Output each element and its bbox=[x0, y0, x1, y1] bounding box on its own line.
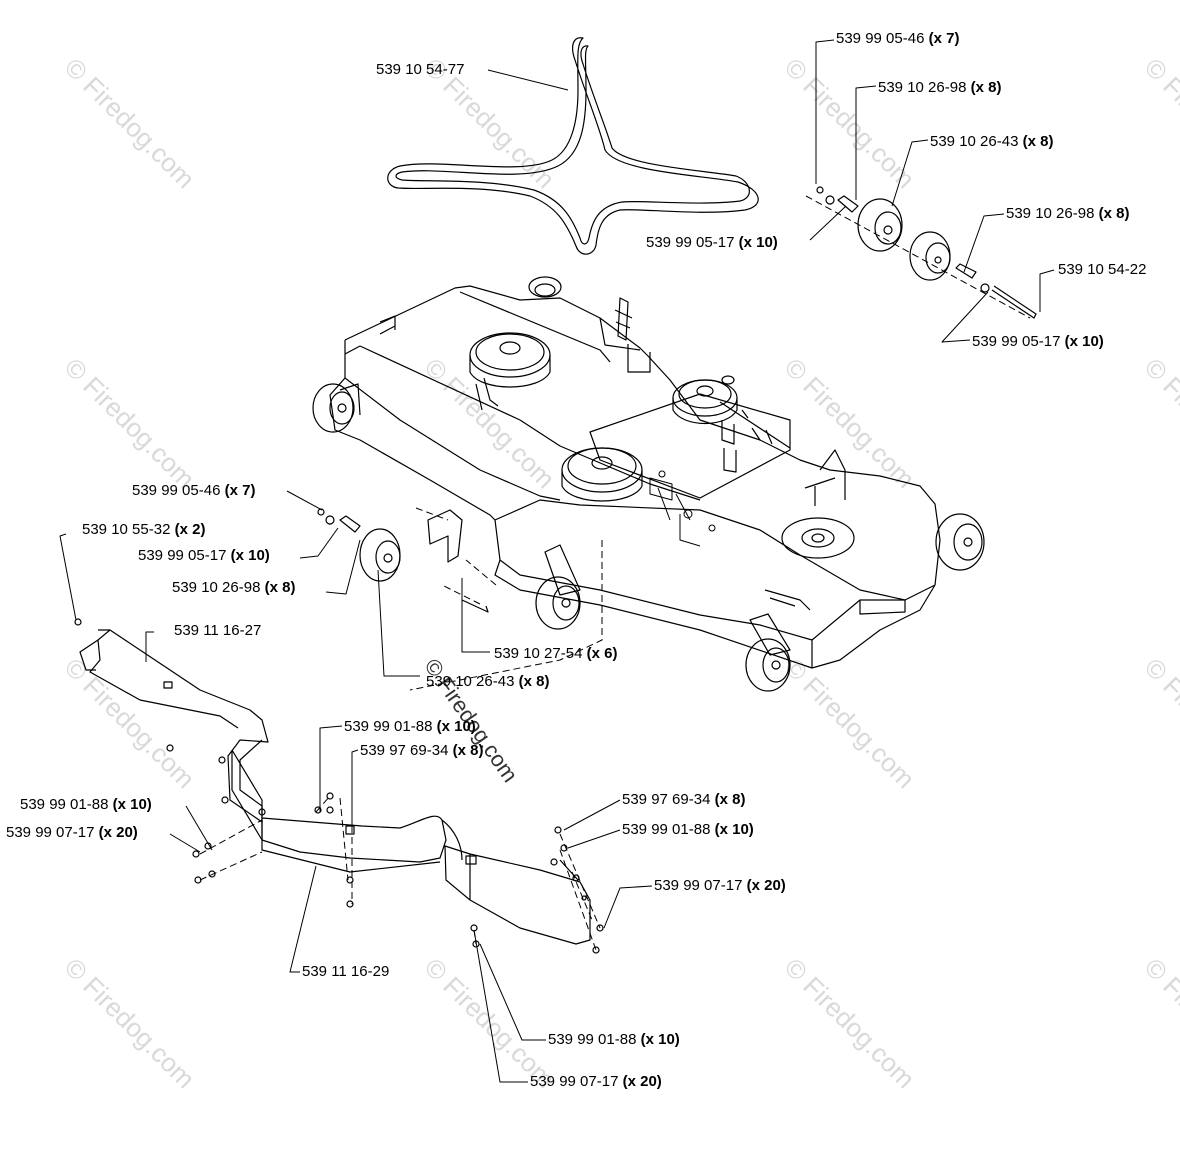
bottom-hardware bbox=[192, 792, 604, 954]
part-label-spacer-top-1: 539 10 26-98 (x 8) bbox=[878, 80, 1001, 96]
part-label-belt: 539 10 54-77 bbox=[376, 62, 464, 78]
upper-right-wheel-assembly bbox=[816, 186, 1037, 319]
part-number: 539 99 05-17 bbox=[646, 234, 735, 251]
part-qty: (x 8) bbox=[264, 579, 296, 596]
caster-wheel-front-1 bbox=[535, 576, 581, 630]
part-qty: (x 6) bbox=[586, 645, 618, 662]
part-number: 539 99 01-88 bbox=[548, 1031, 637, 1048]
part-number: 539 99 05-17 bbox=[972, 333, 1061, 350]
part-label-washer-right: 539 99 07-17 (x 20) bbox=[654, 878, 786, 894]
part-qty: (x 8) bbox=[714, 791, 746, 808]
part-qty: (x 10) bbox=[112, 796, 152, 813]
part-number: 539 10 26-98 bbox=[1006, 205, 1095, 222]
baffle-center bbox=[231, 749, 463, 873]
part-label-screw-mid: 539 97 69-34 (x 8) bbox=[360, 743, 483, 759]
part-label-baffle-center: 539 11 16-29 bbox=[302, 964, 389, 980]
baffle-right bbox=[444, 845, 591, 945]
part-number: 539 97 69-34 bbox=[622, 791, 711, 808]
part-number: 539 99 07-17 bbox=[654, 877, 743, 894]
part-label-wheel-left: 539 10 26-43 (x 8) bbox=[426, 674, 549, 690]
part-qty: (x 8) bbox=[518, 673, 550, 690]
part-number: 539 10 27-54 bbox=[494, 645, 583, 662]
part-number: 539 99 01-88 bbox=[20, 796, 109, 813]
pulley-left bbox=[469, 332, 551, 411]
part-label-bolt-top: 539 10 54-22 bbox=[1058, 262, 1146, 278]
part-label-nut-lower-left: 539 99 01-88 (x 10) bbox=[20, 797, 152, 813]
part-label-nut-bottom: 539 99 01-88 (x 10) bbox=[548, 1032, 680, 1048]
part-number: 539 99 01-88 bbox=[622, 821, 711, 838]
part-qty: (x 10) bbox=[714, 821, 754, 838]
part-qty: (x 8) bbox=[1022, 133, 1054, 150]
part-label-washer-top-2: 539 99 05-17 (x 10) bbox=[972, 334, 1104, 350]
left-wheel-assembly bbox=[317, 508, 489, 613]
part-number: 539 99 05-46 bbox=[132, 482, 221, 499]
part-label-screw-right: 539 97 69-34 (x 8) bbox=[622, 792, 745, 808]
part-qty: (x 20) bbox=[622, 1073, 662, 1090]
pulley-center bbox=[561, 447, 643, 502]
part-label-washer-left: 539 99 05-17 (x 10) bbox=[138, 548, 270, 564]
part-qty: (x 10) bbox=[1064, 333, 1104, 350]
part-label-nut-mid: 539 99 01-88 (x 10) bbox=[344, 719, 476, 735]
mower-deck bbox=[329, 285, 941, 669]
part-label-wheel-top: 539 10 26-43 (x 8) bbox=[930, 134, 1053, 150]
part-label-washer-lower-left: 539 99 07-17 (x 20) bbox=[6, 825, 138, 841]
part-number: 539 10 26-98 bbox=[172, 579, 261, 596]
part-number: 539 99 05-46 bbox=[836, 30, 925, 47]
part-label-washer-bottom: 539 99 07-17 (x 20) bbox=[530, 1074, 662, 1090]
part-label-bolt-mid: 539 10 27-54 (x 6) bbox=[494, 646, 617, 662]
part-qty: (x 10) bbox=[230, 547, 270, 564]
part-number: 539 10 54-22 bbox=[1058, 261, 1147, 278]
part-qty: (x 8) bbox=[970, 79, 1002, 96]
part-number: 539 99 01-88 bbox=[344, 718, 433, 735]
part-label-spacer-top-2: 539 10 26-98 (x 8) bbox=[1006, 206, 1129, 222]
part-number: 539 10 55-32 bbox=[82, 521, 171, 538]
part-qty: (x 7) bbox=[928, 30, 960, 47]
part-number: 539 99 05-17 bbox=[138, 547, 227, 564]
caster-wheel-front-2 bbox=[745, 638, 791, 692]
part-label-washer-top-1: 539 99 05-17 (x 10) bbox=[646, 235, 778, 251]
part-qty: (x 10) bbox=[738, 234, 778, 251]
baffle-left bbox=[74, 618, 269, 823]
part-qty: (x 20) bbox=[746, 877, 786, 894]
part-qty: (x 20) bbox=[98, 824, 138, 841]
part-number: 539 10 54-77 bbox=[376, 61, 465, 78]
idler-bracket bbox=[614, 297, 633, 341]
part-number: 539 10 26-98 bbox=[878, 79, 967, 96]
caster-wheel-right bbox=[935, 513, 985, 571]
part-number: 539 10 26-43 bbox=[930, 133, 1019, 150]
part-number: 539 10 26-43 bbox=[426, 673, 515, 690]
part-qty: (x 8) bbox=[452, 742, 484, 759]
leader-lines bbox=[59, 39, 1055, 1083]
caster-wheel-rear bbox=[528, 276, 562, 298]
part-qty: (x 10) bbox=[436, 718, 476, 735]
part-number: 539 97 69-34 bbox=[360, 742, 449, 759]
part-label-nut-top: 539 99 05-46 (x 7) bbox=[836, 31, 959, 47]
part-qty: (x 7) bbox=[224, 482, 256, 499]
part-qty: (x 10) bbox=[640, 1031, 680, 1048]
part-label-bracket-left: 539 10 55-32 (x 2) bbox=[82, 522, 205, 538]
drive-belt bbox=[387, 37, 759, 255]
part-label-spacer-left: 539 10 26-98 (x 8) bbox=[172, 580, 295, 596]
part-number: 539 99 07-17 bbox=[6, 824, 95, 841]
part-label-nut-right: 539 99 01-88 (x 10) bbox=[622, 822, 754, 838]
caster-wheel-left bbox=[312, 383, 361, 433]
part-qty: (x 8) bbox=[1098, 205, 1130, 222]
part-label-baffle-left: 539 11 16-27 bbox=[174, 623, 261, 639]
dash-lines bbox=[199, 195, 1031, 951]
part-label-nut-left: 539 99 05-46 (x 7) bbox=[132, 483, 255, 499]
pulley-idler bbox=[672, 375, 773, 473]
deck-hardware bbox=[649, 470, 716, 547]
part-qty: (x 2) bbox=[174, 521, 206, 538]
part-number: 539 99 07-17 bbox=[530, 1073, 619, 1090]
part-number: 539 11 16-29 bbox=[302, 963, 390, 980]
part-number: 539 11 16-27 bbox=[174, 622, 262, 639]
